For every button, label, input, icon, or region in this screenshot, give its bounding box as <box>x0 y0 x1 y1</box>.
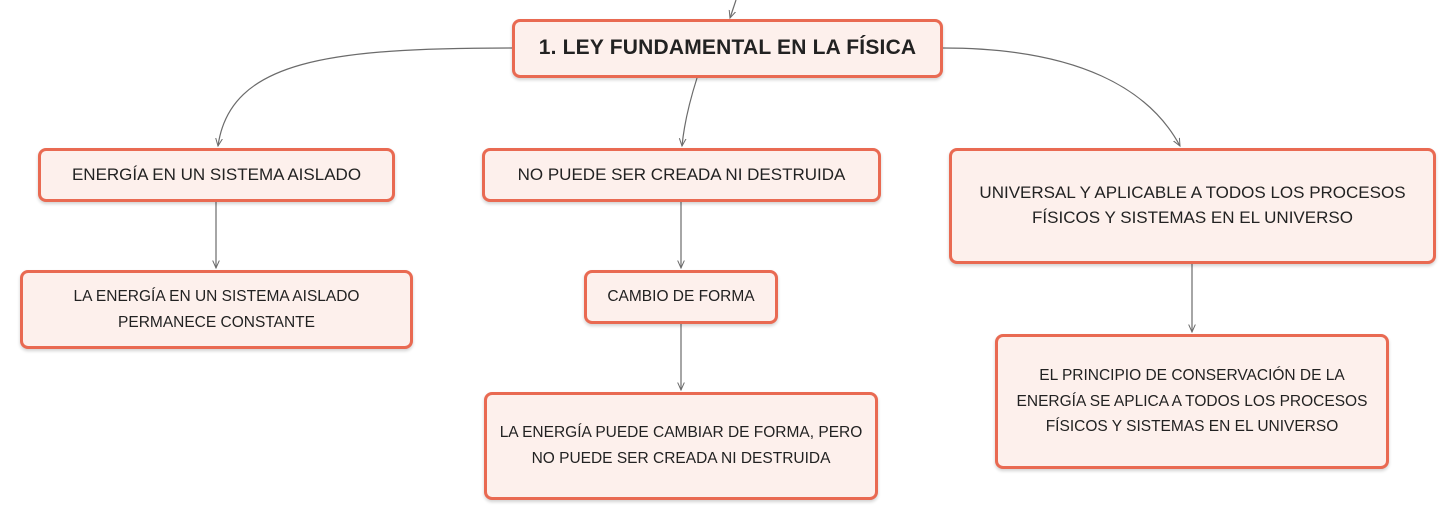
branch-node-label: UNIVERSAL Y APLICABLE A TODOS LOS PROCES… <box>979 183 1406 227</box>
branch-node-universal-aplicable[interactable]: UNIVERSAL Y APLICABLE A TODOS LOS PROCES… <box>949 148 1436 264</box>
branch-node-label: ENERGÍA EN UN SISTEMA AISLADO <box>71 164 362 184</box>
child-node-label: EL PRINCIPIO DE CONSERVACIÓN DE LA ENERG… <box>1016 367 1368 436</box>
grandchild-node-label: LA ENERGÍA PUEDE CAMBIAR DE FORMA, PERO … <box>499 424 863 467</box>
child-node-label: CAMBIO DE FORMA <box>607 288 755 306</box>
branch-node-no-puede-ser-creada[interactable]: NO PUEDE SER CREADA NI DESTRUIDA <box>482 148 881 202</box>
root-node[interactable]: 1. LEY FUNDAMENTAL EN LA FÍSICA <box>512 19 943 78</box>
root-node-label: 1. LEY FUNDAMENTAL EN LA FÍSICA <box>538 36 917 60</box>
connector-root-to-branch-3 <box>942 47 1180 146</box>
grandchild-node-puede-cambiar-de-forma[interactable]: LA ENERGÍA PUEDE CAMBIAR DE FORMA, PERO … <box>484 392 878 500</box>
connector-incoming-root <box>730 0 737 18</box>
child-node-label: LA ENERGÍA EN UN SISTEMA AISLADO PERMANE… <box>73 287 360 331</box>
child-node-permanece-constante[interactable]: LA ENERGÍA EN UN SISTEMA AISLADO PERMANE… <box>20 270 413 349</box>
branch-node-label: NO PUEDE SER CREADA NI DESTRUIDA <box>517 164 846 184</box>
connector-root-to-branch-1 <box>218 47 513 146</box>
connector-root-to-branch-2 <box>682 77 698 146</box>
branch-node-energia-sistema-aislado[interactable]: ENERGÍA EN UN SISTEMA AISLADO <box>38 148 395 202</box>
child-node-principio-conservacion[interactable]: EL PRINCIPIO DE CONSERVACIÓN DE LA ENERG… <box>995 334 1389 469</box>
child-node-cambio-de-forma[interactable]: CAMBIO DE FORMA <box>584 270 778 324</box>
